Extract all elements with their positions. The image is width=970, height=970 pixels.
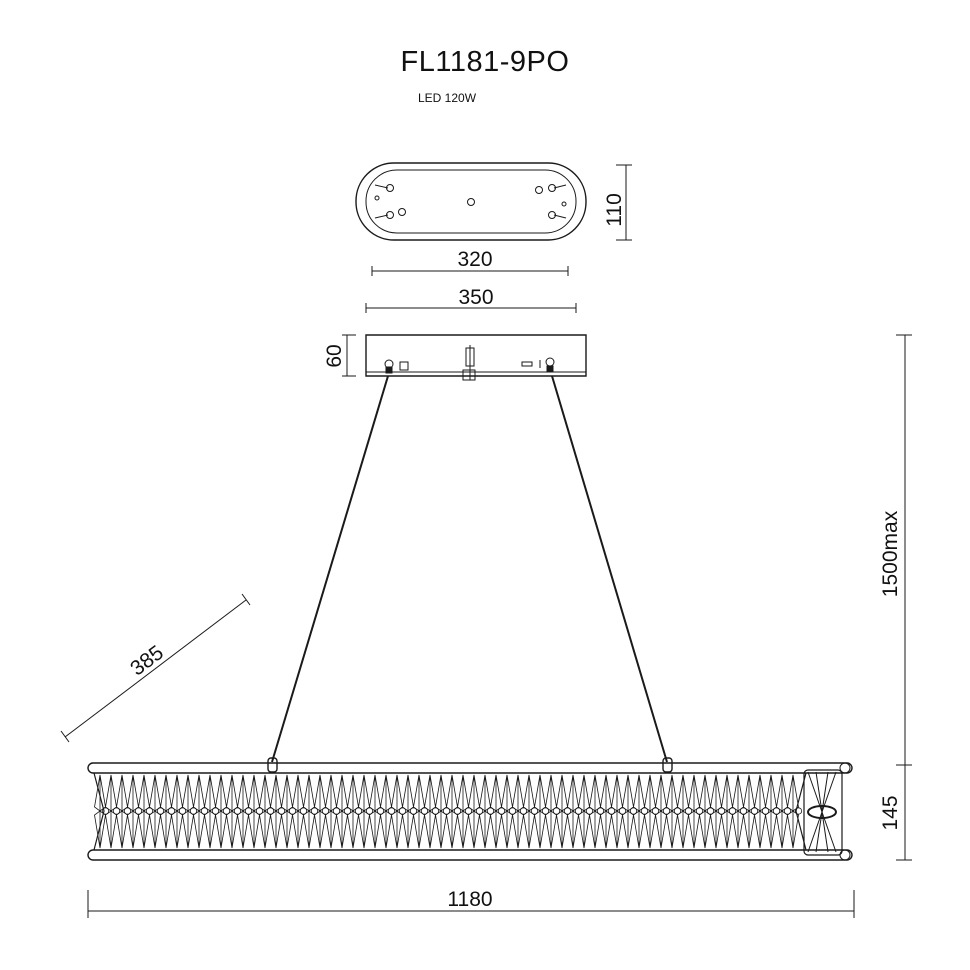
crystal-bead bbox=[794, 807, 803, 815]
crystal-pattern bbox=[93, 772, 807, 851]
dim-label-1500max: 1500max bbox=[879, 510, 902, 597]
fixture-body bbox=[87, 757, 853, 861]
dim-label-1180: 1180 bbox=[447, 888, 492, 911]
crystal-bead bbox=[541, 807, 550, 815]
dim-label-145: 145 bbox=[879, 795, 902, 830]
crystal-bead bbox=[310, 807, 319, 815]
dim-mount-spacing: 320 bbox=[371, 248, 569, 276]
crystal-bead bbox=[266, 807, 275, 815]
canopy-top-view bbox=[355, 162, 587, 241]
power-spec: LED 120W bbox=[418, 91, 477, 105]
crystal-bead bbox=[398, 807, 407, 815]
canopy-side-view bbox=[365, 334, 587, 381]
crystal-bead bbox=[387, 807, 396, 815]
crystal-bead bbox=[442, 807, 451, 815]
crystal-bead bbox=[453, 807, 462, 815]
crystal-bead bbox=[651, 807, 660, 815]
crystal-bead bbox=[530, 807, 539, 815]
crystal-bead bbox=[178, 807, 187, 815]
crystal-bead bbox=[123, 807, 132, 815]
crystal-bead bbox=[343, 807, 352, 815]
crystal-bead bbox=[167, 807, 176, 815]
crystal-bead bbox=[134, 807, 143, 815]
dim-label-320: 320 bbox=[457, 248, 492, 271]
crystal-bead bbox=[332, 807, 341, 815]
crystal-bead bbox=[607, 807, 616, 815]
crystal-bead bbox=[673, 807, 682, 815]
crystal-bead bbox=[585, 807, 594, 815]
crystal-bead bbox=[772, 807, 781, 815]
crystal-bead bbox=[739, 807, 748, 815]
crystal-bead bbox=[552, 807, 561, 815]
crystal-bead bbox=[596, 807, 605, 815]
crystal-bead bbox=[156, 807, 165, 815]
crystal-bead bbox=[761, 807, 770, 815]
dim-label-385: 385 bbox=[126, 641, 168, 680]
crystal-bead bbox=[354, 807, 363, 815]
dim-canopy-height: 60 bbox=[323, 334, 356, 377]
crystal-bead bbox=[376, 807, 385, 815]
crystal-bead bbox=[321, 807, 330, 815]
crystal-bead bbox=[277, 807, 286, 815]
mount-holes bbox=[374, 184, 567, 219]
crystal-bead bbox=[431, 807, 440, 815]
crystal-bead bbox=[574, 807, 583, 815]
crystal-bead bbox=[211, 807, 220, 815]
crystal-bead bbox=[706, 807, 715, 815]
crystal-bead bbox=[420, 807, 429, 815]
crystal-bead bbox=[618, 807, 627, 815]
crystal-bead bbox=[695, 807, 704, 815]
crystal-bead bbox=[662, 807, 671, 815]
crystal-bead bbox=[684, 807, 693, 815]
crystal-bead bbox=[629, 807, 638, 815]
crystal-bead bbox=[486, 807, 495, 815]
crystal-bead bbox=[288, 807, 297, 815]
crystal-bead bbox=[222, 807, 231, 815]
dim-fixture-depth: 385 bbox=[60, 593, 251, 743]
crystal-bead bbox=[145, 807, 154, 815]
model-title: FL1181-9PO bbox=[400, 46, 570, 78]
crystal-bead bbox=[475, 807, 484, 815]
crystal-bead bbox=[365, 807, 374, 815]
crystal-bead bbox=[563, 807, 572, 815]
crystal-bead bbox=[750, 807, 759, 815]
dim-label-110: 110 bbox=[603, 193, 626, 226]
dim-canopy-length: 350 bbox=[365, 286, 577, 313]
suspension-cables bbox=[271, 375, 668, 763]
crystal-bead bbox=[244, 807, 253, 815]
dim-label-60: 60 bbox=[323, 344, 346, 367]
crystal-bead bbox=[783, 807, 792, 815]
crystal-bead bbox=[200, 807, 209, 815]
crystal-bead bbox=[299, 807, 308, 815]
crystal-bead bbox=[519, 807, 528, 815]
dim-suspension-height: 1500max bbox=[879, 334, 912, 766]
crystal-bead bbox=[640, 807, 649, 815]
crystal-bead bbox=[233, 807, 242, 815]
crystal-bead bbox=[409, 807, 418, 815]
crystal-bead bbox=[112, 807, 121, 815]
crystal-bead bbox=[189, 807, 198, 815]
crystal-bead bbox=[497, 807, 506, 815]
dim-overall-length: 1180 bbox=[87, 888, 855, 918]
crystal-bead bbox=[508, 807, 517, 815]
crystal-bead bbox=[728, 807, 737, 815]
crystal-bead bbox=[464, 807, 473, 815]
dim-body-height: 145 bbox=[879, 765, 912, 861]
crystal-bead bbox=[255, 807, 264, 815]
end-crystal-cluster bbox=[803, 762, 851, 861]
dim-label-350: 350 bbox=[458, 286, 493, 309]
crystal-edge bbox=[93, 772, 807, 851]
crystal-bead bbox=[101, 807, 110, 815]
crystal-facets bbox=[94, 774, 799, 849]
dim-canopy-depth: 110 bbox=[603, 164, 632, 241]
crystal-bead bbox=[717, 807, 726, 815]
